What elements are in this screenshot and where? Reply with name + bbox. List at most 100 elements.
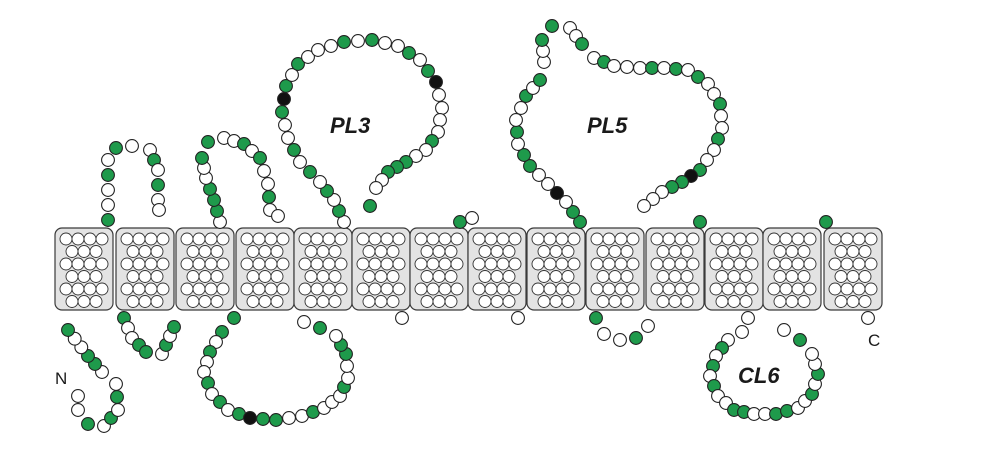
helix-residue: [491, 296, 503, 308]
helix-residue: [84, 233, 96, 245]
residue: [112, 404, 125, 417]
residue: [512, 312, 525, 325]
helix-residue: [710, 258, 722, 270]
helix-residue: [299, 233, 311, 245]
residue: [396, 312, 409, 325]
helix-residue: [556, 258, 568, 270]
helix-residue: [66, 271, 78, 283]
helix-residue: [181, 283, 193, 295]
helix-residue: [305, 271, 317, 283]
helix-residue: [151, 246, 163, 258]
helix-residue: [792, 258, 804, 270]
residue: [434, 114, 447, 127]
helix-residue: [259, 246, 271, 258]
helix-residue: [439, 233, 451, 245]
residue: [670, 63, 683, 76]
residue: [314, 176, 327, 189]
helix-residue: [710, 233, 722, 245]
residue: [196, 152, 209, 165]
helix-residue: [774, 246, 786, 258]
helix-residue: [734, 283, 746, 295]
helix-residue: [669, 271, 681, 283]
helix-residue: [427, 233, 439, 245]
helix-residue: [433, 246, 445, 258]
residue: [298, 316, 311, 329]
residue: [806, 348, 819, 361]
helix-residue: [271, 296, 283, 308]
helix-residue: [133, 233, 145, 245]
residue: [152, 179, 165, 192]
residue: [110, 142, 123, 155]
helix-residue: [90, 296, 102, 308]
helix-residue: [241, 283, 253, 295]
helix-residue: [187, 296, 199, 308]
residue: [330, 330, 343, 343]
helix-residue: [139, 296, 151, 308]
helix-residue: [127, 246, 139, 258]
residue: [62, 324, 75, 337]
helix-residue: [139, 271, 151, 283]
residue: [658, 62, 671, 75]
helix-residue: [657, 271, 669, 283]
helix-residue: [615, 283, 627, 295]
helix-residue: [375, 271, 387, 283]
helix-residue: [544, 233, 556, 245]
helix-residue: [538, 271, 550, 283]
helix-residue: [393, 283, 405, 295]
helix-residue: [78, 296, 90, 308]
helix-residue: [157, 283, 169, 295]
helix-residue: [211, 246, 223, 258]
pl3-label: PL3: [330, 113, 370, 138]
residue: [72, 404, 85, 417]
residue: [352, 35, 365, 48]
helix-residue: [503, 296, 515, 308]
helix-residue: [556, 233, 568, 245]
residue: [111, 391, 124, 404]
residue: [466, 212, 479, 225]
residue: [140, 346, 153, 359]
residue: [694, 216, 707, 229]
helix-residue: [728, 246, 740, 258]
helix-residue: [829, 258, 841, 270]
residue: [598, 328, 611, 341]
residue: [288, 144, 301, 157]
residue: [736, 326, 749, 339]
helix-residue: [722, 233, 734, 245]
helix-residue: [421, 296, 433, 308]
residue: [511, 126, 524, 139]
residue: [430, 76, 443, 89]
helix-residue: [427, 283, 439, 295]
helix-residue: [829, 283, 841, 295]
residue: [282, 132, 295, 145]
helix-residue: [181, 258, 193, 270]
residue: [512, 138, 525, 151]
helix-residue: [740, 271, 752, 283]
helix-residue: [681, 246, 693, 258]
helix-residue: [439, 258, 451, 270]
helix-residue: [363, 246, 375, 258]
helix-residue: [387, 246, 399, 258]
residue: [621, 61, 634, 74]
helix-residue: [847, 296, 859, 308]
helix-residue: [722, 258, 734, 270]
helix-residue: [369, 258, 381, 270]
helix-residue: [675, 283, 687, 295]
helix-residue: [415, 233, 427, 245]
helix-residue: [415, 258, 427, 270]
helix-residue: [853, 258, 865, 270]
helix-residue: [199, 246, 211, 258]
helix-residue: [651, 283, 663, 295]
helix-residue: [90, 246, 102, 258]
helix-residue: [734, 258, 746, 270]
helix-residue: [556, 283, 568, 295]
residue: [614, 334, 627, 347]
helix-residue: [835, 296, 847, 308]
helix-residue: [859, 296, 871, 308]
helix-residue: [681, 271, 693, 283]
residue: [102, 199, 115, 212]
helix-residue: [841, 258, 853, 270]
n-terminus-label: N: [55, 369, 67, 388]
helix-residue: [609, 271, 621, 283]
residue: [534, 74, 547, 87]
helix-residue: [859, 246, 871, 258]
